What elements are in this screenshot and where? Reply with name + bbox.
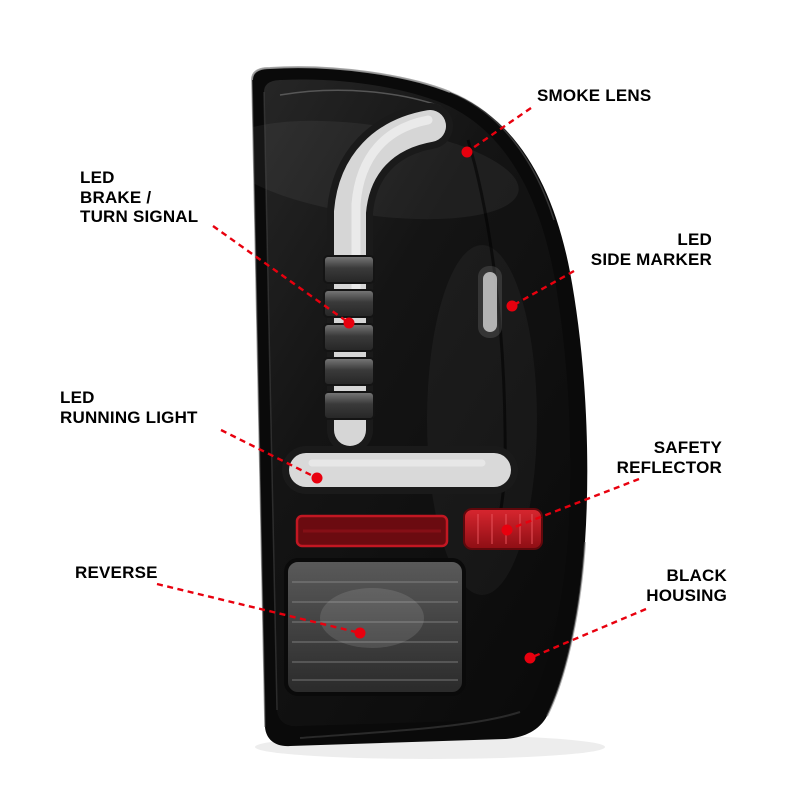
led-brake-module [323,289,375,318]
callout-label-smoke-lens: SMOKE LENS [537,86,652,105]
led-brake-module [323,391,375,420]
reverse-lens-reflection [320,588,424,648]
led-brake-module [323,357,375,386]
safety-reflector-right [463,508,543,550]
led-side-marker-light [483,272,497,332]
housing-top-edge-highlight [251,66,451,93]
callout-label-black-housing: BLACK HOUSING [646,566,727,605]
lens-crease-line [466,139,507,526]
callout-label-led-side-marker: LED SIDE MARKER [590,230,712,269]
callout-label-reverse: REVERSE [75,563,158,582]
led-tube-highlight [351,115,433,295]
led-brake-module [323,323,375,352]
callout-label-led-running-light: LED RUNNING LIGHT [60,388,198,427]
callout-label-safety-reflector: SAFETY REFLECTOR [616,438,722,477]
led-brake-module [323,255,375,284]
callout-label-led-brake-turn-signal: LED BRAKE / TURN SIGNAL [80,168,199,227]
housing-bottom-highlight [299,711,521,739]
lens-contour-line [279,89,441,107]
led-brake-module-stack [323,255,375,420]
